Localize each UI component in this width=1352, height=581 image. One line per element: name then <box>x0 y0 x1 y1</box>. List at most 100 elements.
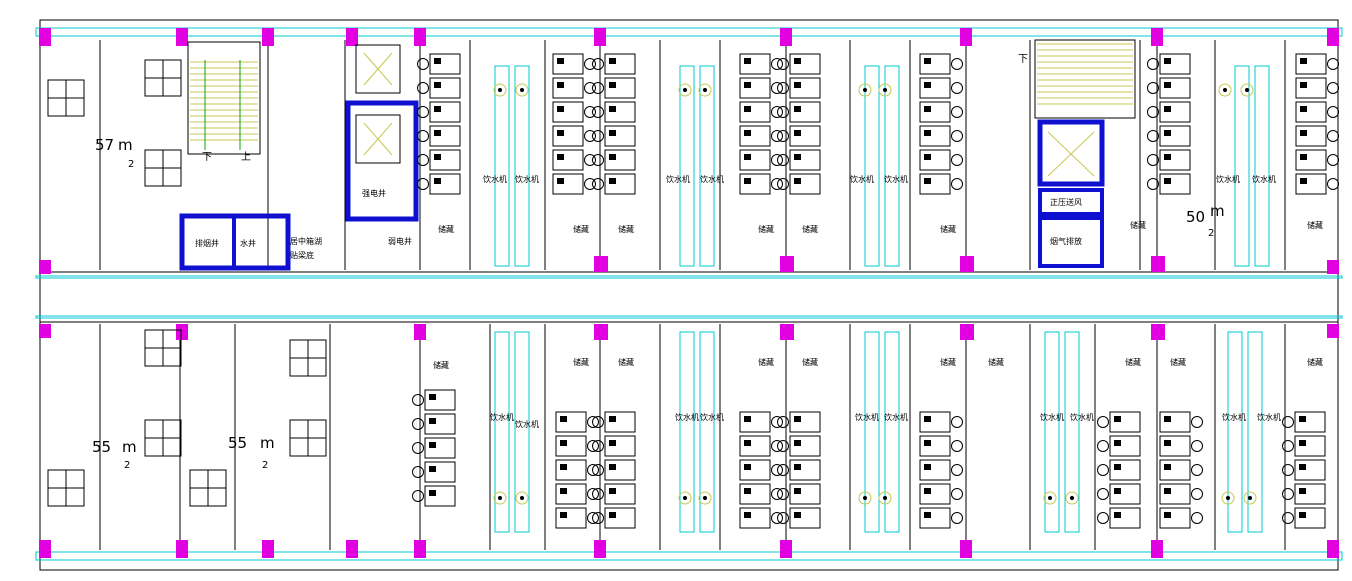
column-icon <box>39 540 51 558</box>
chair-icon <box>777 106 789 118</box>
workstation-icon <box>144 59 182 97</box>
desk-icon <box>789 173 821 195</box>
column-icon <box>1151 540 1163 558</box>
desk-icon <box>552 53 584 75</box>
chair-icon <box>1282 464 1294 476</box>
chair-icon <box>777 178 789 190</box>
desk-icon <box>429 53 461 75</box>
column-icon <box>414 324 426 340</box>
desk-icon <box>789 459 821 481</box>
cabinet-icon <box>1254 65 1270 267</box>
column-icon <box>1151 28 1163 46</box>
desk-icon <box>604 77 636 99</box>
chair-icon <box>587 440 599 452</box>
plant-icon <box>1043 491 1057 505</box>
storage-label: 储藏 <box>758 357 774 367</box>
desk-icon <box>429 149 461 171</box>
chair-icon <box>777 512 789 524</box>
desk-icon <box>919 53 951 75</box>
chair-icon <box>1327 130 1339 142</box>
chair-icon <box>951 416 963 428</box>
chair-icon <box>1327 178 1339 190</box>
desk-icon <box>739 77 771 99</box>
desk-icon <box>429 173 461 195</box>
desk-icon <box>552 101 584 123</box>
storage-label: 储藏 <box>573 224 589 234</box>
chair-icon <box>1327 58 1339 70</box>
storage-label: 储藏 <box>438 224 454 234</box>
column-icon <box>176 324 188 340</box>
plant-icon <box>1240 83 1254 97</box>
desk-icon <box>1294 435 1326 457</box>
chair-icon <box>951 512 963 524</box>
area-label-1: 57 m 2 <box>95 136 134 170</box>
plant-icon <box>698 83 712 97</box>
chair-icon <box>592 416 604 428</box>
area-number: 55 <box>92 438 111 456</box>
water-dispenser-label: 饮水机 <box>884 174 908 184</box>
desk-icon <box>555 459 587 481</box>
storage-label: 储藏 <box>573 357 589 367</box>
chair-icon <box>1191 488 1203 500</box>
desk-icon <box>604 101 636 123</box>
cabinet-icon <box>884 65 900 267</box>
chair-icon <box>584 178 596 190</box>
storage-label: 储藏 <box>618 224 634 234</box>
desk-icon <box>604 149 636 171</box>
desk-icon <box>739 53 771 75</box>
desk-icon <box>424 413 456 435</box>
chair-icon <box>771 464 783 476</box>
unit-box-label-1: 居中箱湖 <box>290 236 322 246</box>
desk-icon <box>1294 483 1326 505</box>
desk-icon <box>789 149 821 171</box>
cabinet-icon <box>1247 331 1263 533</box>
desk-icon <box>1159 435 1191 457</box>
plant-icon <box>1221 491 1235 505</box>
cabinet-icon <box>1064 331 1080 533</box>
chair-icon <box>1147 178 1159 190</box>
chair-icon <box>951 106 963 118</box>
desk-icon <box>789 411 821 433</box>
column-icon <box>39 28 51 46</box>
room-labels: 储藏储藏储藏储藏储藏储藏储藏储藏储藏储藏储藏储藏储藏储藏储藏储藏储藏储藏饮水机饮… <box>433 174 1323 429</box>
chair-icon <box>1282 416 1294 428</box>
desk-icon <box>919 483 951 505</box>
chair-icon <box>1191 464 1203 476</box>
desk-icon <box>919 435 951 457</box>
desk-icon <box>1109 483 1141 505</box>
desk-icon <box>1294 459 1326 481</box>
water-dispenser-label: 饮水机 <box>700 412 724 422</box>
cabinet-icon <box>864 65 880 267</box>
desk-icon <box>555 435 587 457</box>
chair-icon <box>777 440 789 452</box>
desk-icon <box>604 411 636 433</box>
plant-icon <box>1065 491 1079 505</box>
stair2-down-label: 下 <box>1018 54 1028 65</box>
desk-icon <box>1295 101 1327 123</box>
chair-icon <box>1147 130 1159 142</box>
desk-icon <box>552 173 584 195</box>
cabinet-icon <box>699 65 715 267</box>
cabinet-icon <box>494 65 510 267</box>
chair-icon <box>771 154 783 166</box>
chair-icon <box>592 130 604 142</box>
desk-icon <box>424 461 456 483</box>
chair-icon <box>587 512 599 524</box>
chair-icon <box>777 82 789 94</box>
water-dispenser-label: 饮水机 <box>855 412 879 422</box>
area-unit: m <box>260 434 275 452</box>
water-dispenser-label: 饮水机 <box>1222 412 1246 422</box>
stair-down-label: 下 <box>202 152 212 163</box>
desk-icon <box>1294 411 1326 433</box>
water-dispenser-label: 饮水机 <box>700 174 724 184</box>
chair-icon <box>1147 58 1159 70</box>
cabinet-icon <box>514 331 530 533</box>
column-icon <box>262 28 274 46</box>
chair-icon <box>417 178 429 190</box>
plant-icon <box>678 83 692 97</box>
desk-icon <box>604 483 636 505</box>
chair-icon <box>1191 440 1203 452</box>
cabinet-icon <box>1044 331 1060 533</box>
chair-icon <box>412 418 424 430</box>
water-dispenser-label: 饮水机 <box>1040 412 1064 422</box>
